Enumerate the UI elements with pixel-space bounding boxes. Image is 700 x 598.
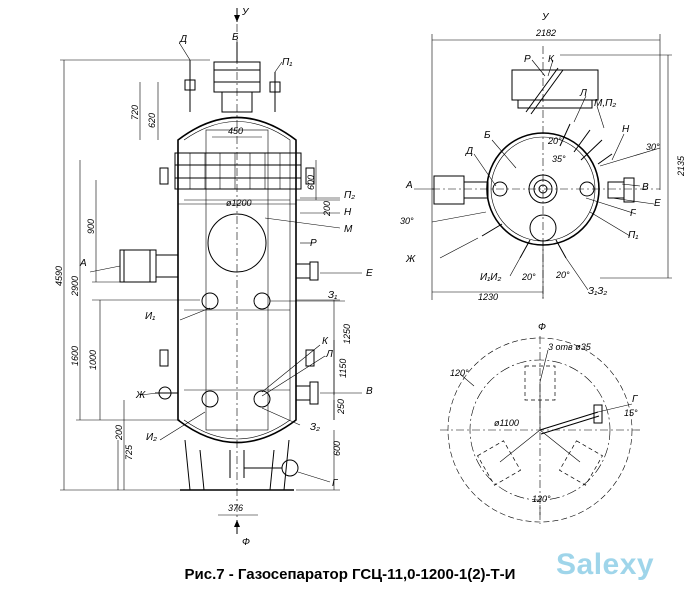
angle-20-br: 20° — [555, 270, 570, 280]
watermark-logo: Salexy — [556, 548, 655, 581]
plan-label-K: К — [548, 54, 555, 65]
label-A: А — [79, 258, 87, 269]
angle-15: 15° — [624, 408, 638, 418]
plan-label-P: Р — [524, 54, 531, 65]
angle-30-left: 30° — [400, 216, 414, 226]
label-P2: П₂ — [344, 190, 355, 201]
dim-2900: 2900 — [70, 276, 80, 297]
label-V: В — [366, 386, 373, 397]
label-L: Л — [325, 349, 333, 360]
angle-120-top: 120° — [450, 368, 469, 378]
dim-725: 725 — [124, 444, 134, 460]
manhole-plan — [529, 214, 557, 242]
angle-20-top: 20° — [547, 136, 562, 146]
label-D: Д — [179, 34, 187, 45]
label-J: Ж — [135, 390, 146, 401]
plan-label-P1: П₁ — [628, 230, 638, 241]
label-holes: 3 отв ø35 — [548, 342, 592, 352]
dim-1000: 1000 — [88, 350, 98, 370]
cyclone-bank — [174, 152, 302, 190]
angle-30-right: 30° — [646, 142, 660, 152]
label-Z: З₁ — [328, 290, 337, 301]
fitting-Z1 — [253, 292, 271, 310]
pad-left — [477, 440, 521, 486]
fitting-Z2 — [253, 390, 271, 408]
dim-1150: 1150 — [338, 359, 348, 378]
support-skirt — [180, 439, 294, 491]
label-G: Г — [332, 478, 339, 489]
angle-20-bl: 20° — [521, 272, 536, 282]
label-K: К — [322, 336, 329, 347]
top-view: У 2182 2135 1230 — [400, 12, 686, 302]
label-P: Р — [310, 238, 317, 249]
label-P1: П₁ — [282, 57, 292, 68]
top-view-title: У — [541, 12, 550, 23]
plan-label-Z: З₁З₂ — [588, 286, 607, 297]
plan-label-MP2: М,П₂ — [594, 98, 616, 109]
label-I2: И₂ — [146, 432, 157, 443]
dim-600-top: 600 — [306, 175, 316, 190]
dim-1200: ø1200 — [226, 198, 252, 208]
dim-200-b: 200 — [114, 425, 124, 441]
label-H: Н — [344, 207, 352, 218]
plan-label-J: Ж — [405, 254, 416, 265]
pad-right — [559, 440, 603, 486]
angle-120-bottom: 120° — [532, 494, 551, 504]
plan-label-E: Е — [654, 198, 661, 209]
plan-label-I: И₁И₂ — [480, 272, 501, 283]
dim-2135: 2135 — [676, 155, 686, 177]
dim-1230: 1230 — [478, 292, 498, 302]
plan-label-L: Л — [579, 88, 587, 99]
plan-label-B: Б — [484, 130, 491, 141]
dim-250: 250 — [336, 399, 346, 415]
dim-720: 720 — [130, 105, 140, 120]
section-f: Ф 3 отв ø35 ø1100 Г 120° 120° 15° — [440, 322, 640, 524]
label-Y-top: У — [241, 7, 250, 18]
label-G-section: Г — [632, 394, 639, 405]
label-B: Б — [232, 32, 239, 43]
section-f-title: Ф — [538, 322, 546, 333]
nozzle-E — [295, 261, 319, 281]
nozzle-G — [244, 459, 299, 477]
plan-nozzle-A — [433, 175, 465, 205]
dim-4590: 4590 — [54, 266, 64, 286]
label-Z2: З₂ — [310, 422, 320, 433]
nozzle-A — [119, 249, 179, 283]
dim-2182: 2182 — [535, 28, 556, 38]
label-E: Е — [366, 268, 373, 279]
figure-caption: Рис.7 - Газосепаратор ГСЦ-11,0-1200-1(2)… — [184, 566, 516, 583]
nozzle-V — [295, 381, 319, 405]
dim-200-a: 200 — [322, 201, 332, 217]
fitting-I2 — [201, 390, 219, 408]
fitting-I1 — [201, 292, 219, 310]
nozzle-J — [155, 386, 178, 400]
nozzle-D — [179, 43, 196, 112]
dim-900: 900 — [86, 219, 96, 234]
vessel-shell — [177, 116, 297, 444]
front-view: У Ф — [54, 7, 373, 548]
dim-1600: 1600 — [70, 346, 80, 366]
plan-label-D: Д — [465, 146, 473, 157]
dim-600-bot: 600 — [332, 441, 342, 456]
label-I1: И₁ — [145, 311, 155, 322]
manhole-circle — [207, 213, 267, 273]
label-F-bottom: Ф — [242, 537, 250, 548]
dim-620: 620 — [147, 113, 157, 128]
plan-label-A: А — [405, 180, 413, 191]
dim-1250: 1250 — [342, 324, 352, 344]
angle-35: 35° — [552, 154, 566, 164]
nozzle-B — [213, 42, 261, 113]
nozzle-P1 — [269, 61, 283, 112]
label-M: М — [344, 224, 353, 235]
label-d1100: ø1100 — [494, 418, 519, 428]
dim-450: 450 — [228, 126, 243, 136]
dim-376: 376 — [228, 503, 243, 513]
plan-label-V: В — [642, 182, 649, 193]
plan-label-H: Н — [622, 124, 630, 135]
plan-label-G: Г — [630, 208, 637, 219]
